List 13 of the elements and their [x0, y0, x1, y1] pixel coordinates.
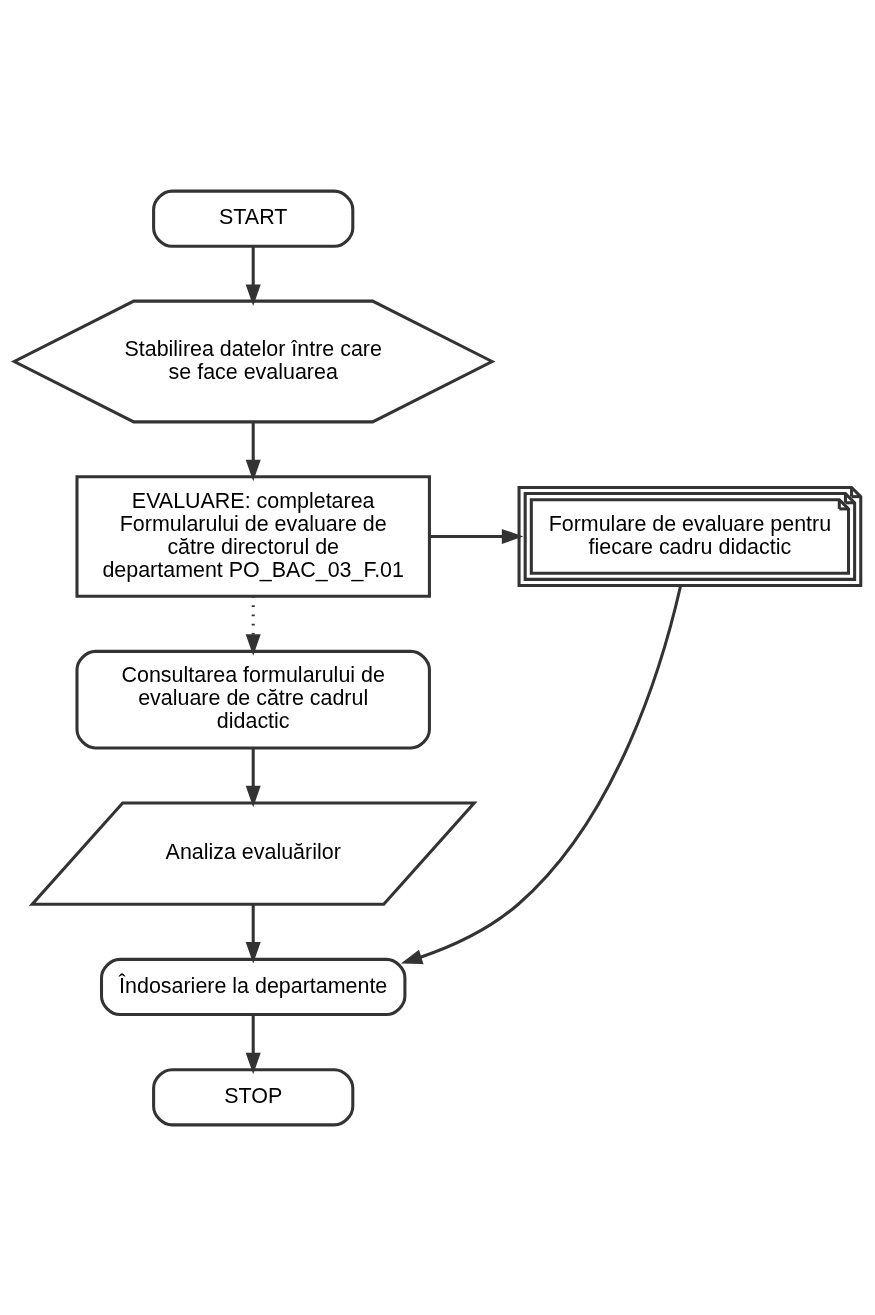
- arrow: [245, 595, 261, 656]
- arrow: [245, 747, 261, 807]
- arrow: [245, 421, 261, 481]
- node-box: Consultarea formularului de evaluare de către cadrul didactic: [75, 649, 431, 749]
- arrow: [245, 903, 261, 963]
- node-box: START: [152, 189, 355, 248]
- arrow: [245, 246, 261, 306]
- node-box: STOP: [152, 1067, 355, 1126]
- arrow: [245, 1014, 261, 1074]
- node-box: EVALUARE: completarea Formularului de evaluare de către directorul de departament PO_BAC_03_F.01: [75, 474, 431, 598]
- arrow: [429, 528, 524, 544]
- arrow: [400, 585, 683, 964]
- node-box: Îndosariere la departamente: [100, 957, 407, 1016]
